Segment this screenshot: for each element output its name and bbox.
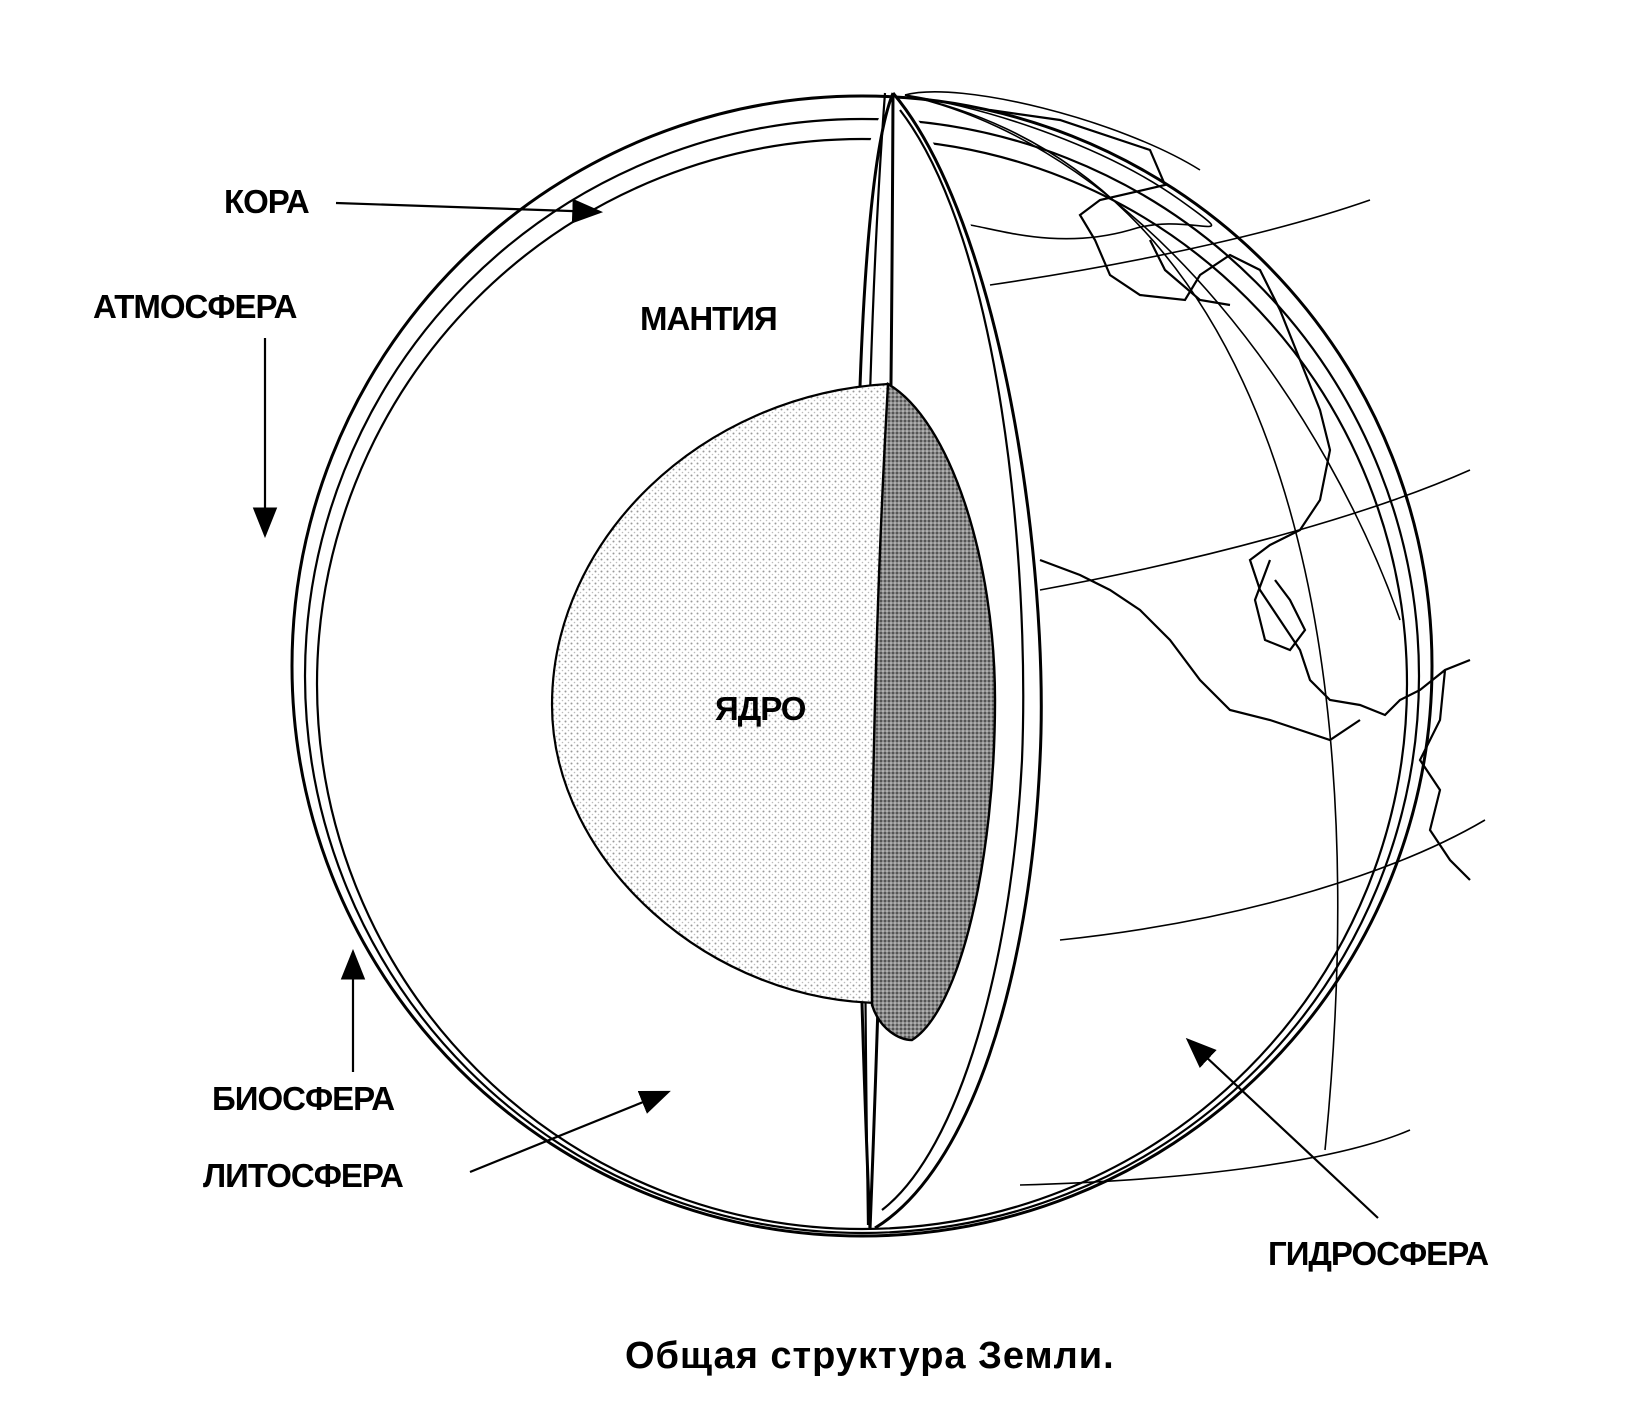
label-crust: КОРА <box>224 183 309 220</box>
label-hydrosphere: ГИДРОСФЕРА <box>1268 1235 1488 1272</box>
inner-core-shape <box>870 381 997 1042</box>
diagram-caption: Общая структура Земли. <box>625 1335 1115 1377</box>
arrow-lithosphere <box>469 1090 671 1174</box>
globe-shells <box>290 94 1434 1238</box>
label-biosphere: БИОСФЕРА <box>212 1080 394 1117</box>
label-core: ЯДРО <box>715 690 806 727</box>
cross-section <box>550 92 1043 1231</box>
core-shape <box>550 382 890 1005</box>
continent-outline <box>989 108 1471 881</box>
label-atmosphere: АТМОСФЕРА <box>93 288 297 325</box>
label-mantle: МАНТИЯ <box>640 300 777 337</box>
arrow-crust <box>335 198 604 224</box>
crust-ring <box>315 137 1409 1231</box>
atmosphere-ring <box>290 94 1434 1238</box>
diagram-labels: КОРА АТМОСФЕРА МАНТИЯ ЯДРО БИОСФЕРА ЛИТО… <box>93 183 1489 1377</box>
label-lithosphere: ЛИТОСФЕРА <box>203 1157 403 1194</box>
arrow-hydrosphere <box>1185 1037 1379 1219</box>
biosphere-ring <box>303 117 1421 1235</box>
globe-surface <box>904 91 1486 1186</box>
